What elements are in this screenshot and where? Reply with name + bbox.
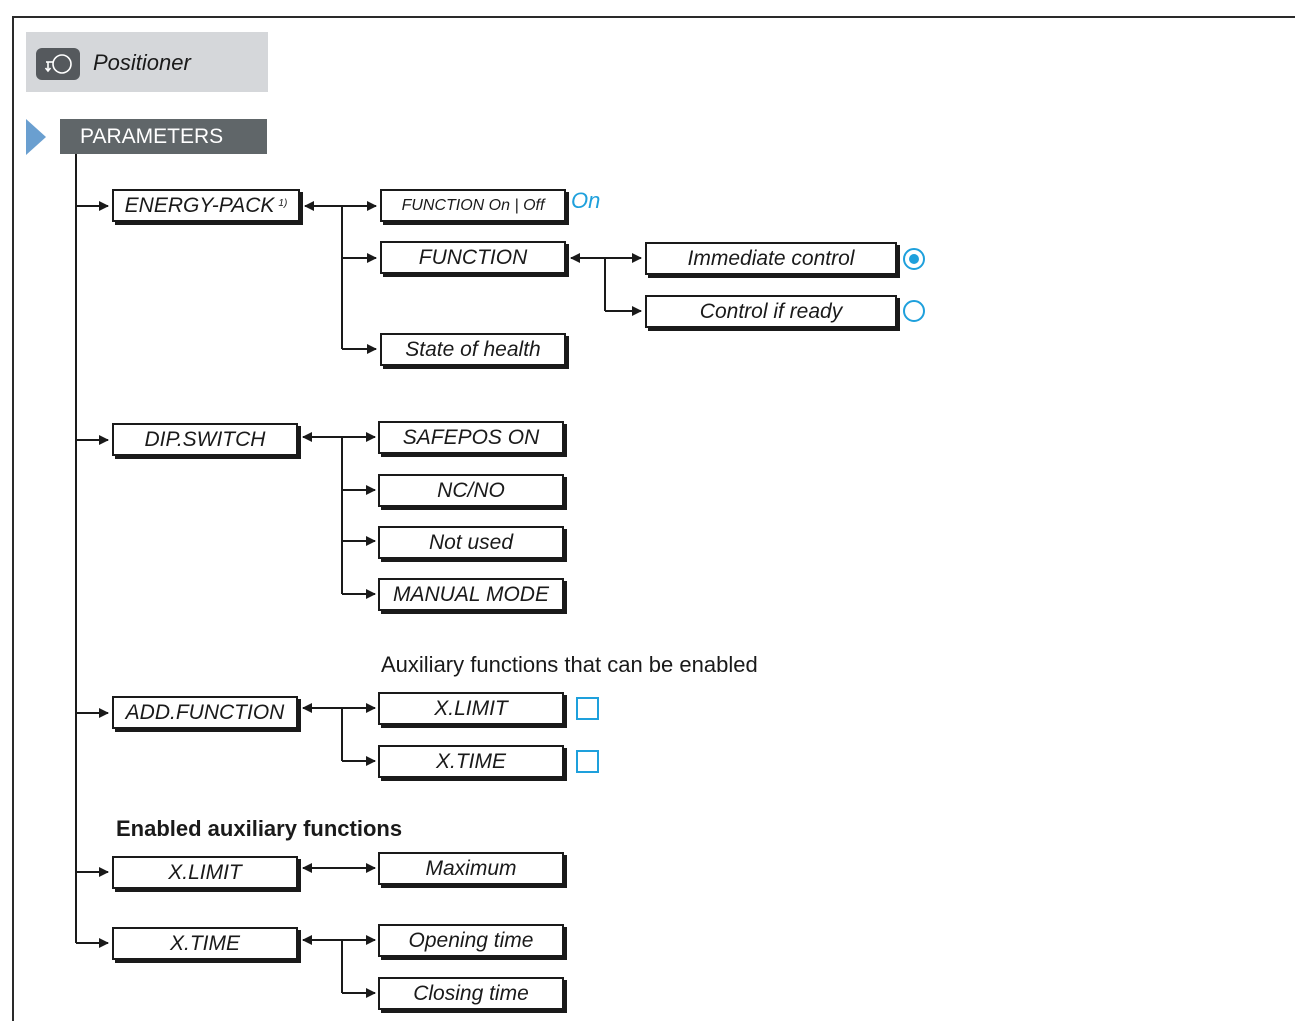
closing-time-label: Closing time [413,981,529,1005]
section-marker [26,119,46,155]
control-if-ready-option[interactable]: Control if ready [645,295,897,328]
positioner-header: Positioner [26,32,268,92]
page-title: Positioner [93,50,191,75]
state-of-health-menu[interactable]: State of health [380,333,566,366]
energy-pack-label: ENERGY-PACK [124,193,275,217]
maximum-item[interactable]: Maximum [378,852,564,885]
energy-pack-footnote: 1) [278,198,288,209]
dip-switch-menu[interactable]: DIP.SWITCH [112,423,298,456]
x-limit-label: X.LIMIT [168,860,242,884]
opening-time-label: Opening time [408,928,534,952]
safepos-on-label: SAFEPOS ON [402,425,540,449]
immediate-control-label: Immediate control [687,246,855,270]
dip-switch-label: DIP.SWITCH [144,427,266,451]
x-time-menu[interactable]: X.TIME [112,927,298,960]
safepos-on-item[interactable]: SAFEPOS ON [378,421,564,454]
manual-mode-item[interactable]: MANUAL MODE [378,578,564,611]
control-if-ready-radio[interactable] [903,300,925,322]
x-limit-option[interactable]: X.LIMIT [378,692,564,725]
frame-border [12,16,1295,1021]
control-if-ready-label: Control if ready [699,299,843,323]
immediate-control-option[interactable]: Immediate control [645,242,897,275]
maximum-label: Maximum [425,856,517,880]
function-onoff-menu[interactable]: FUNCTION On | Off [380,189,566,222]
parameters-label: PARAMETERS [80,124,224,148]
x-time-option-label: X.TIME [435,749,506,773]
x-limit-option-label: X.LIMIT [434,696,508,720]
nc-no-label: NC/NO [437,478,505,502]
add-function-menu[interactable]: ADD.FUNCTION [112,696,298,729]
positioner-icon [36,48,80,80]
nc-no-item[interactable]: NC/NO [378,474,564,507]
radio-selected-dot [909,254,919,264]
function-label: FUNCTION [418,245,528,269]
closing-time-item[interactable]: Closing time [378,977,564,1010]
x-limit-checkbox[interactable] [576,697,599,720]
manual-mode-label: MANUAL MODE [393,582,549,606]
parameters-menu[interactable]: PARAMETERS [60,119,267,154]
x-limit-menu[interactable]: X.LIMIT [112,856,298,889]
function-onoff-label: FUNCTION On | Off [401,196,545,214]
function-onoff-value: On [571,188,601,213]
auxiliary-functions-note: Auxiliary functions that can be enabled [381,652,758,677]
function-menu[interactable]: FUNCTION [380,241,566,274]
state-of-health-label: State of health [405,337,541,361]
enabled-auxiliary-note: Enabled auxiliary functions [116,816,403,841]
not-used-label: Not used [428,530,514,554]
opening-time-item[interactable]: Opening time [378,924,564,957]
x-time-option[interactable]: X.TIME [378,745,564,778]
add-function-label: ADD.FUNCTION [125,700,285,724]
immediate-control-radio[interactable] [903,248,925,270]
x-time-checkbox[interactable] [576,750,599,773]
not-used-item[interactable]: Not used [378,526,564,559]
x-time-label: X.TIME [169,931,240,955]
